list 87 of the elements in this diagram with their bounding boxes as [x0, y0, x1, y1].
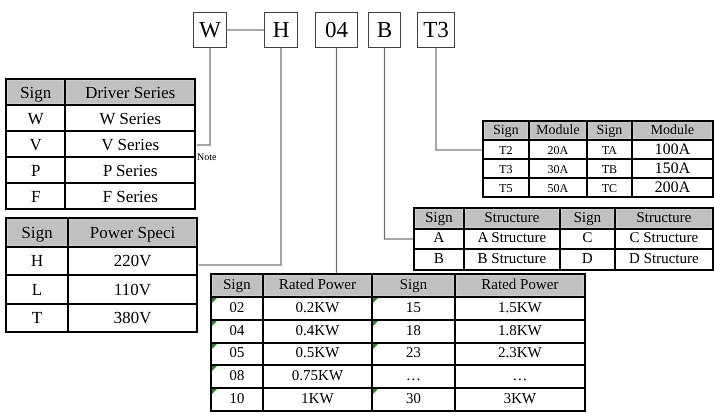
table-cell: T5	[484, 179, 528, 196]
table-cell: L	[7, 276, 67, 302]
table-cell: 1KW	[264, 389, 372, 410]
table-cell: F Series	[66, 184, 194, 208]
table-header-cell: Sign	[484, 122, 528, 139]
table-cell: D Structure	[616, 250, 712, 269]
table-cell: …	[456, 366, 584, 388]
table-header-cell: Structure	[464, 209, 560, 228]
table-cell: A	[415, 230, 463, 248]
leader-line	[435, 48, 482, 151]
table-cell: 0.4KW	[264, 320, 372, 342]
spec-table	[210, 273, 586, 412]
table-cell: W	[7, 106, 64, 130]
spec-table	[5, 217, 198, 333]
table-cell: 100A	[632, 141, 712, 158]
leader-line	[199, 48, 282, 266]
table-cell: …	[373, 366, 454, 388]
table-cell: 3KW	[456, 389, 584, 410]
table-cell: 1.8KW	[456, 320, 584, 342]
table-cell: 10	[212, 389, 262, 410]
table-header-cell: Sign	[212, 275, 262, 296]
table-cell: T3	[484, 160, 528, 177]
table-header-cell: Sign	[7, 80, 64, 104]
table-cell: 04	[212, 320, 262, 342]
table-cell: 0.5KW	[264, 344, 372, 364]
table-cell: TC	[588, 179, 631, 196]
leader-line	[384, 48, 413, 240]
table-cell: 200A	[632, 179, 712, 196]
table-header-cell: Sign	[7, 219, 67, 246]
table-header-cell: Structure	[616, 209, 712, 228]
table-cell: 08	[212, 366, 262, 388]
code-box: 04	[315, 12, 358, 48]
table-cell: 23	[373, 344, 454, 364]
table-cell: B	[415, 250, 463, 269]
table-cell: 50A	[530, 179, 586, 196]
table-cell: W Series	[66, 106, 194, 130]
table-header-cell: Power Speci	[69, 219, 196, 246]
table-cell: 0.2KW	[264, 298, 372, 319]
table-cell: V	[7, 132, 64, 156]
table-header-cell: Rated Power	[456, 275, 584, 296]
leader-line	[197, 48, 211, 146]
table-cell: V Series	[66, 132, 194, 156]
table-cell: D	[561, 250, 614, 269]
code-box: W	[193, 12, 227, 48]
table-cell: TA	[588, 141, 631, 158]
table-header-cell: Rated Power	[264, 275, 372, 296]
table-cell: 150A	[632, 160, 712, 177]
table-cell: B Structure	[464, 250, 560, 269]
table-cell: C Structure	[616, 230, 712, 248]
table-cell: 20A	[530, 141, 586, 158]
table-cell: 18	[373, 320, 454, 342]
spec-table	[5, 78, 196, 210]
code-box: B	[368, 12, 401, 48]
table-cell: 2.3KW	[456, 344, 584, 364]
table-header-cell: Sign	[588, 122, 631, 139]
table-cell: 30	[373, 389, 454, 410]
table-header-cell: Driver Series	[66, 80, 194, 104]
table-cell: H	[7, 248, 67, 274]
table-header-cell: Sign	[373, 275, 454, 296]
table-cell: 0.75KW	[264, 366, 372, 388]
connector-line	[227, 29, 264, 31]
table-cell: P	[7, 158, 64, 182]
spec-table	[413, 207, 714, 271]
table-cell: F	[7, 184, 64, 208]
table-cell: TB	[588, 160, 631, 177]
table-cell: A Structure	[464, 230, 560, 248]
table-cell: T2	[484, 141, 528, 158]
table-header-cell: Sign	[561, 209, 614, 228]
table-cell: 02	[212, 298, 262, 319]
table-cell: 30A	[530, 160, 586, 177]
table-cell: 380V	[69, 304, 196, 331]
code-box: T3	[417, 12, 455, 48]
table-cell: T	[7, 304, 67, 331]
table-cell: C	[561, 230, 614, 248]
table-cell: 05	[212, 344, 262, 364]
code-box: H	[264, 12, 298, 48]
note-label: Note	[197, 152, 216, 163]
leader-line	[336, 48, 338, 273]
table-cell: 220V	[69, 248, 196, 274]
table-header-cell: Module	[632, 122, 712, 139]
table-header-cell: Sign	[415, 209, 463, 228]
table-cell: 15	[373, 298, 454, 319]
table-cell: 1.5KW	[456, 298, 584, 319]
table-cell: P Series	[66, 158, 194, 182]
table-cell: 110V	[69, 276, 196, 302]
table-header-cell: Module	[530, 122, 586, 139]
spec-table	[482, 120, 714, 198]
